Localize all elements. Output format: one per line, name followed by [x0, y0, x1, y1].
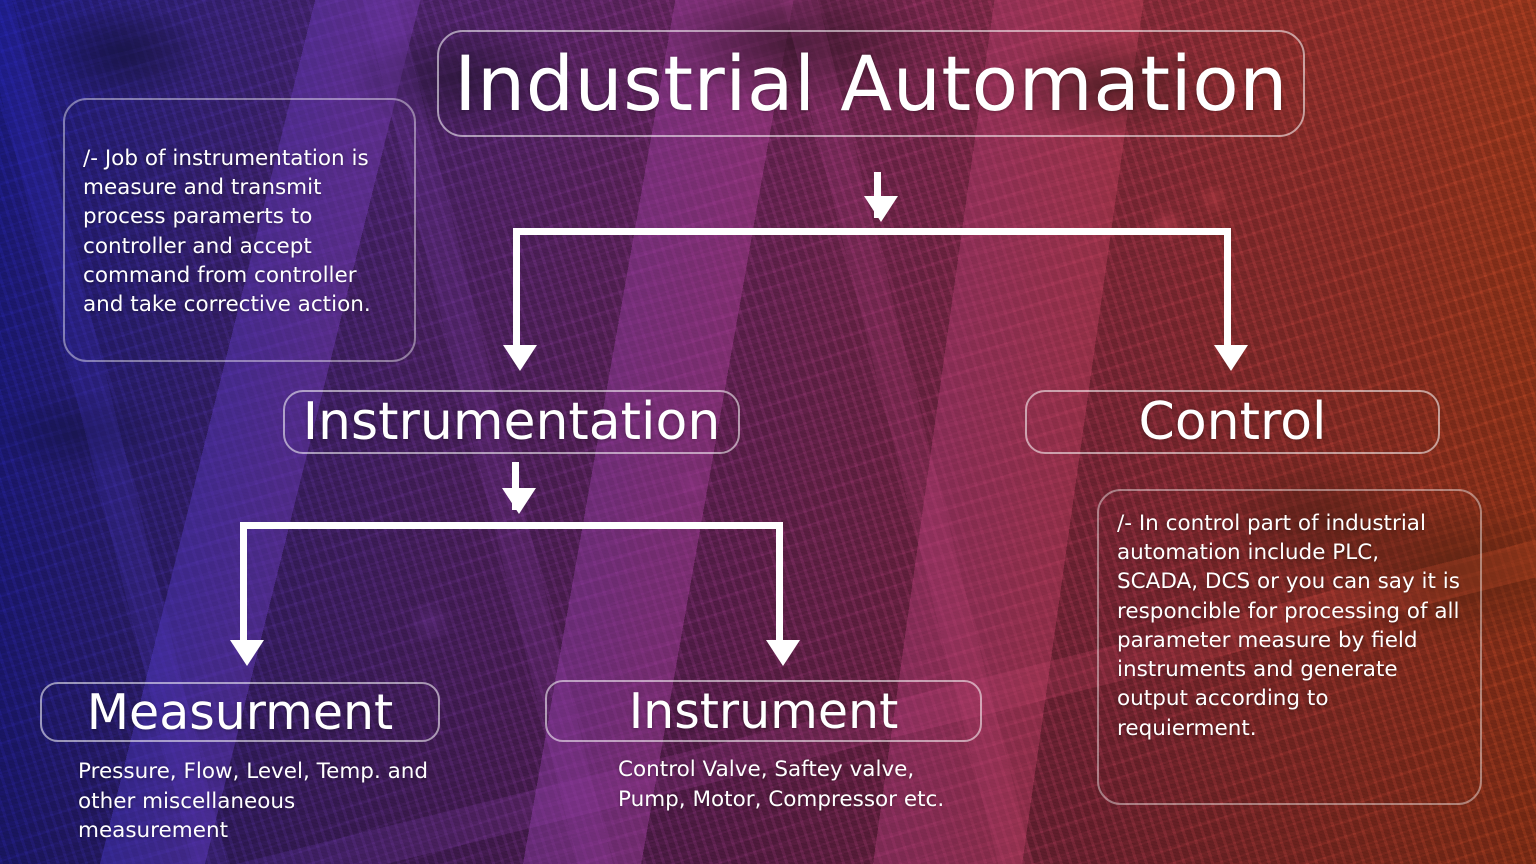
note-control: /- In control part of industrial automat…: [1097, 489, 1482, 805]
note-instrumentation: /- Job of instrumentation is measure and…: [63, 98, 416, 362]
connector-to-control: [1224, 228, 1231, 358]
node-instrumentation: Instrumentation: [283, 390, 740, 454]
down-arrow-icon: [864, 196, 898, 222]
caption-measurement: Pressure, Flow, Level, Temp. and other m…: [78, 759, 429, 844]
connector-bus-level2: [240, 522, 783, 529]
node-control: Control: [1025, 390, 1440, 454]
node-instrument: Instrument: [545, 680, 982, 742]
down-arrow-icon: [766, 640, 800, 666]
connector-to-measurement: [240, 522, 247, 650]
down-arrow-icon: [503, 345, 537, 371]
node-measurement: Measurment: [40, 682, 440, 742]
down-arrow-icon: [502, 488, 536, 514]
down-arrow-icon: [230, 640, 264, 666]
connector-to-instrumentation: [513, 228, 520, 358]
connector-to-instrument: [776, 522, 783, 650]
connector-title-stem: [874, 172, 881, 218]
down-arrow-icon: [1214, 345, 1248, 371]
page-title: Industrial Automation: [437, 30, 1305, 137]
connector-bus-level1: [513, 228, 1231, 235]
caption-instrument: Control Valve, Saftey valve, Pump, Motor…: [618, 757, 945, 812]
connector-instrumentation-stem: [512, 462, 519, 510]
